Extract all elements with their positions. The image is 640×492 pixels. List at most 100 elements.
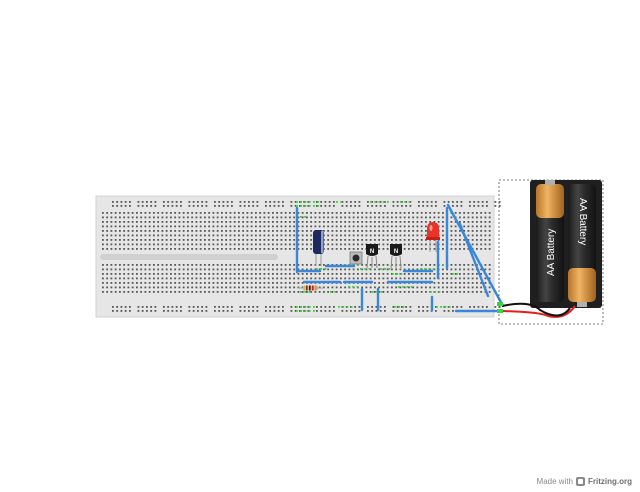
breadboard-hole [123, 273, 126, 275]
breadboard-hole [425, 212, 427, 214]
breadboard-hole [259, 239, 262, 241]
breadboard-hole [420, 225, 423, 228]
breadboard-hole [233, 230, 236, 232]
rail-hole [303, 306, 306, 308]
breadboard-hole [480, 221, 483, 223]
breadboard-hole [114, 282, 117, 284]
breadboard-hole [153, 291, 155, 293]
breadboard-hole [191, 277, 194, 280]
breadboard-hole [212, 291, 215, 293]
breadboard-hole [467, 221, 470, 223]
breadboard-hole [284, 234, 287, 237]
breadboard-hole [280, 216, 283, 219]
breadboard-hole [459, 216, 461, 219]
connected-hole [382, 201, 385, 203]
breadboard-hole [484, 264, 487, 266]
rail-hole [171, 310, 174, 312]
breadboard-hole [395, 216, 398, 219]
rail-hole [341, 310, 344, 312]
breadboard-hole [391, 286, 393, 289]
breadboard-hole [318, 264, 321, 266]
rail-hole [409, 205, 412, 207]
breadboard-hole [242, 277, 245, 280]
breadboard-hole [301, 234, 304, 237]
breadboard-hole [433, 286, 436, 289]
breadboard-hole [187, 225, 189, 228]
breadboard-hole [284, 291, 287, 293]
breadboard-hole [403, 248, 406, 250]
breadboard-hole [157, 273, 160, 275]
breadboard-hole [284, 286, 287, 289]
breadboard-hole [386, 291, 389, 293]
rail-hole [252, 306, 255, 308]
breadboard-hole [204, 212, 206, 214]
breadboard-hole [459, 273, 461, 275]
breadboard-hole [195, 282, 198, 284]
breadboard-hole [348, 291, 351, 293]
rail-hole [435, 205, 437, 207]
breadboard-hole [242, 264, 245, 266]
rail-hole [243, 310, 246, 312]
breadboard-hole [471, 282, 474, 284]
breadboard-hole [450, 273, 453, 275]
breadboard-hole [199, 225, 202, 228]
breadboard-hole [272, 268, 274, 271]
breadboard-hole [289, 239, 291, 241]
breadboard-hole [136, 212, 138, 214]
rail-hole [277, 310, 280, 312]
breadboard-hole [416, 212, 419, 214]
breadboard-hole [267, 239, 270, 241]
rail-hole [116, 205, 119, 207]
breadboard-hole [348, 243, 351, 246]
rail-hole [358, 205, 361, 207]
rail-hole [426, 201, 429, 203]
breadboard-hole [480, 268, 483, 271]
breadboard-hole [195, 239, 198, 241]
rail-hole [299, 205, 301, 207]
breadboard-hole [340, 248, 342, 250]
rail-hole [252, 310, 255, 312]
breadboard-hole [199, 248, 202, 250]
rail-hole [248, 310, 250, 312]
breadboard-hole [280, 273, 283, 275]
breadboard-hole [327, 221, 330, 223]
breadboard-hole [412, 243, 415, 246]
breadboard-hole [369, 273, 372, 275]
breadboard-hole [221, 221, 223, 223]
breadboard-hole [412, 234, 415, 237]
breadboard-hole [374, 216, 376, 219]
breadboard-hole [123, 225, 126, 228]
breadboard-hole [225, 273, 228, 275]
breadboard-hole [476, 216, 478, 219]
breadboard-hole [484, 221, 487, 223]
rail-hole [120, 205, 123, 207]
breadboard-hole [365, 277, 368, 280]
breadboard-hole [395, 234, 398, 237]
rail-hole [447, 306, 450, 308]
breadboard-hole [131, 221, 134, 223]
rail-hole [498, 205, 501, 207]
breadboard-hole [467, 239, 470, 241]
breadboard-hole [208, 273, 211, 275]
breadboard-hole [476, 225, 478, 228]
rail-hole [384, 205, 386, 207]
jumper-wires [295, 203, 505, 313]
rail-hole [167, 205, 170, 207]
breadboard-hole [170, 248, 172, 250]
breadboard-hole [259, 268, 262, 271]
breadboard-hole [148, 291, 151, 293]
breadboard-hole [170, 277, 172, 280]
breadboard-hole [378, 239, 381, 241]
breadboard-hole [323, 225, 325, 228]
breadboard-hole [318, 286, 321, 289]
breadboard-hole [403, 239, 406, 241]
breadboard-hole [471, 291, 474, 293]
breadboard-hole [459, 286, 461, 289]
breadboard-hole [144, 234, 147, 237]
breadboard-hole [293, 225, 296, 228]
breadboard-hole [114, 268, 117, 271]
breadboard-hole [403, 216, 406, 219]
breadboard-hole [289, 291, 291, 293]
breadboard-hole [208, 286, 211, 289]
breadboard-hole [153, 230, 155, 232]
